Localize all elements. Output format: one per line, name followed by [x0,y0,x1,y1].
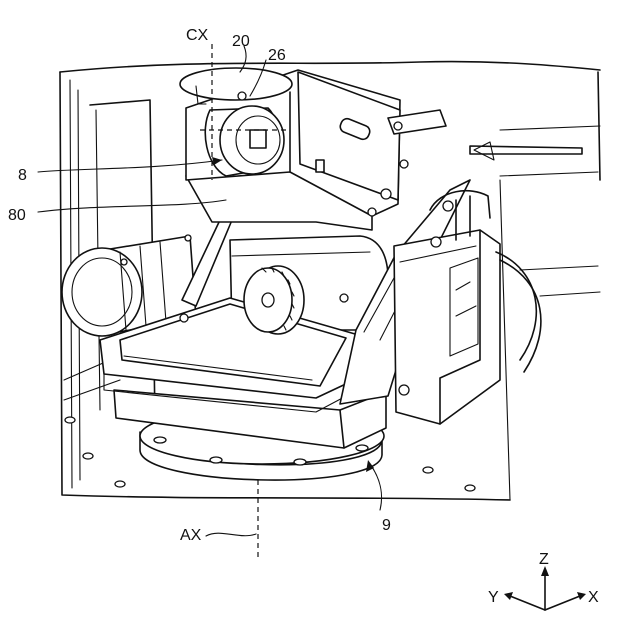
axis-label-z: Z [539,551,549,568]
label-9: 9 [382,517,391,534]
axes-triad: Z Y X [488,551,599,610]
axis-label-y: Y [488,589,499,606]
label-80: 80 [8,207,26,224]
axis-label-x: X [588,589,599,606]
label-8: 8 [18,167,27,184]
label-cx: CX [186,27,209,44]
label-26: 26 [268,47,286,64]
knurled-knob [244,266,304,334]
label-ax: AX [180,527,202,544]
label-20: 20 [232,33,250,50]
